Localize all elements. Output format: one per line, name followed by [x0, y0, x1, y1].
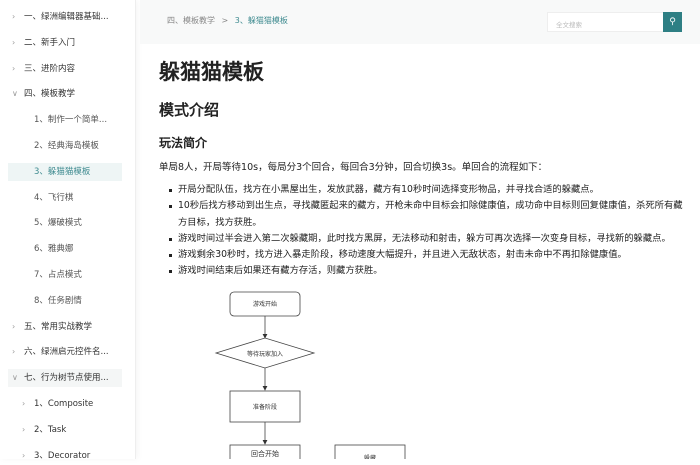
breadcrumb: 四、模板教学 > 3、躲猫猫模板	[167, 15, 288, 26]
sidebar-item[interactable]: 4、飞行棋	[8, 189, 122, 207]
sidebar-item-label: 8、任务剧情	[34, 295, 82, 306]
flow-side-node	[334, 444, 406, 459]
chevron-right-icon[interactable]: ›	[12, 37, 16, 47]
sidebar: › 一、绿洲编辑器基础... › 二、新手入门 › 三、进阶内容 ∨ 四、模板教学 1、制作一个…	[0, 0, 136, 461]
flow-round-node	[229, 444, 301, 459]
sidebar-item-label: 六、绿洲启元控件名...	[24, 347, 109, 358]
breadcrumb-item[interactable]: 四、模板教学	[167, 16, 215, 25]
sidebar-item-label: 二、新手入门	[24, 37, 76, 48]
sidebar-item[interactable]: › 1、Composite	[8, 395, 122, 413]
chevron-right-icon[interactable]: ›	[12, 12, 16, 21]
rules-list: 开局分配队伍，找方在小黑屋出生，发放武器，藏方有10秒时间选择变形物品，并寻找合…	[169, 182, 689, 280]
list-item: 10秒后找方移动到出生点，寻找藏匿起来的藏方，开枪未命中目标会扣除健康值，成功命…	[169, 198, 689, 231]
flow-start-label: 游戏开始	[253, 300, 277, 308]
sidebar-item-label: 一、绿洲编辑器基础...	[24, 12, 109, 22]
sidebar-item[interactable]: ∨ 四、模板教学	[8, 85, 122, 103]
sidebar-item-label: 3、躲猫猫模板	[34, 166, 91, 177]
flow-start-node	[229, 291, 301, 317]
list-item: 游戏时间过半会进入第二次躲藏期，此时找方黑屏，无法移动和射击，躲方可再次选择一次…	[169, 231, 689, 247]
sidebar-item[interactable]: ∨ 七、行为树节点使用...	[8, 369, 122, 388]
sidebar-item[interactable]: 2、经典海岛模板	[8, 137, 122, 155]
sidebar-item[interactable]: › 二、新手入门	[8, 34, 122, 52]
flow-side-label: 躲藏	[364, 454, 376, 459]
sidebar-item[interactable]: 8、任务剧情	[8, 292, 122, 310]
sidebar-item-label: 七、行为树节点使用...	[24, 373, 109, 384]
flow-prepare-node	[229, 390, 301, 423]
sidebar-item[interactable]: › 六、绿洲启元控件名...	[8, 343, 122, 361]
sidebar-item[interactable]: › 五、常用实战教学	[8, 318, 122, 336]
sidebar-item-label: 五、常用实战教学	[24, 321, 93, 332]
intro-paragraph: 单局8人，开局等待10s，每局分3个回合，每回合3分钟，回合切换3s。单回合的流…	[159, 162, 548, 173]
sidebar-item[interactable]: 3、躲猫猫模板	[8, 162, 122, 181]
sidebar-item-label: 2、经典海岛模板	[34, 141, 99, 151]
search-button[interactable]: ⚲	[663, 12, 682, 32]
sidebar-item[interactable]: 7、占点模式	[8, 266, 122, 284]
search-input[interactable]: 全文搜索	[547, 12, 663, 32]
flow-decision-label: 等待玩家加入	[247, 350, 283, 358]
breadcrumb-current: 3、躲猫猫模板	[234, 16, 288, 25]
sidebar-item-label: 4、飞行棋	[34, 192, 74, 203]
chevron-right-icon[interactable]: ›	[12, 347, 16, 357]
sidebar-item-label: 2、Task	[34, 424, 67, 435]
sidebar-item-label: 三、进阶内容	[24, 63, 76, 74]
flow-round-label: 回合开始	[251, 449, 279, 458]
chevron-down-icon[interactable]: ∨	[12, 373, 18, 383]
subsection-heading: 玩法简介	[159, 136, 208, 150]
sidebar-item[interactable]: 5、爆破模式	[8, 214, 122, 232]
chevron-down-icon[interactable]: ∨	[12, 89, 18, 99]
chevron-right-icon[interactable]: ›	[12, 321, 16, 331]
sidebar-item[interactable]: › 三、进阶内容	[8, 60, 122, 78]
section-heading: 模式介绍	[159, 101, 220, 119]
chevron-right-icon[interactable]: ›	[22, 399, 26, 408]
page-title: 躲猫猫模板	[159, 60, 264, 84]
sidebar-item[interactable]: 6、雅典娜	[8, 240, 122, 258]
list-item: 游戏时间结束后如果还有藏方存活，则藏方获胜。	[169, 263, 689, 279]
sidebar-item[interactable]: 1、制作一个简单...	[8, 111, 122, 129]
chevron-right-icon[interactable]: ›	[22, 424, 26, 434]
flow-decision-node	[214, 337, 316, 369]
sidebar-item[interactable]: › 3、Decorator	[8, 447, 122, 465]
sidebar-item-label: 1、Composite	[34, 399, 94, 409]
chevron-right-icon[interactable]: ›	[22, 450, 26, 460]
magnifier-icon: ⚲	[669, 17, 676, 27]
sidebar-item-label: 6、雅典娜	[34, 244, 74, 255]
sidebar-item-label: 1、制作一个简单...	[34, 115, 108, 126]
flow-prepare-label: 准备阶段	[253, 403, 277, 411]
list-item: 游戏剩余30秒时，找方进入暴走阶段，移动速度大幅提升，并且进入无敌状态，射击未命…	[169, 247, 689, 263]
sidebar-item-label: 四、模板教学	[24, 89, 76, 100]
sidebar-item-label: 7、占点模式	[34, 270, 82, 280]
breadcrumb-separator: >	[221, 16, 229, 25]
chevron-right-icon[interactable]: ›	[12, 63, 16, 73]
sidebar-item-label: 5、爆破模式	[34, 218, 82, 229]
sidebar-item[interactable]: › 一、绿洲编辑器基础...	[8, 8, 122, 26]
sidebar-item-label: 3、Decorator	[34, 450, 91, 461]
list-item: 开局分配队伍，找方在小黑屋出生，发放武器，藏方有10秒时间选择变形物品，并寻找合…	[169, 182, 689, 198]
sidebar-item[interactable]: › 2、Task	[8, 421, 122, 439]
